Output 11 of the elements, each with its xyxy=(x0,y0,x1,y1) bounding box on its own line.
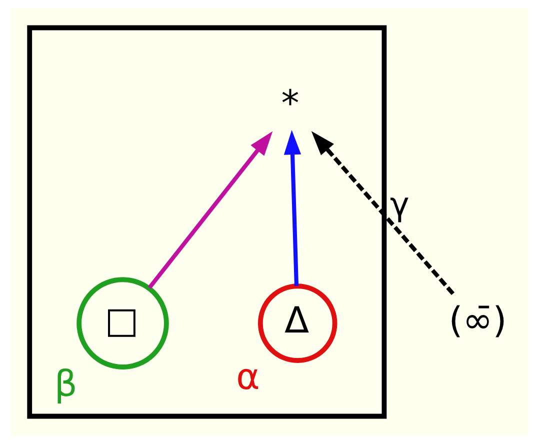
node-label: β xyxy=(54,364,78,405)
arrow xyxy=(311,131,455,296)
node-text: * xyxy=(281,83,300,124)
node-label: α xyxy=(236,357,260,398)
node-text: (∞̄) xyxy=(448,300,507,342)
node-circle: □ xyxy=(76,277,169,370)
edge-label: γ xyxy=(390,186,410,224)
arrow xyxy=(284,130,302,286)
node-circle: Δ xyxy=(258,284,338,363)
cluster xyxy=(27,25,387,419)
arrow xyxy=(148,131,273,290)
